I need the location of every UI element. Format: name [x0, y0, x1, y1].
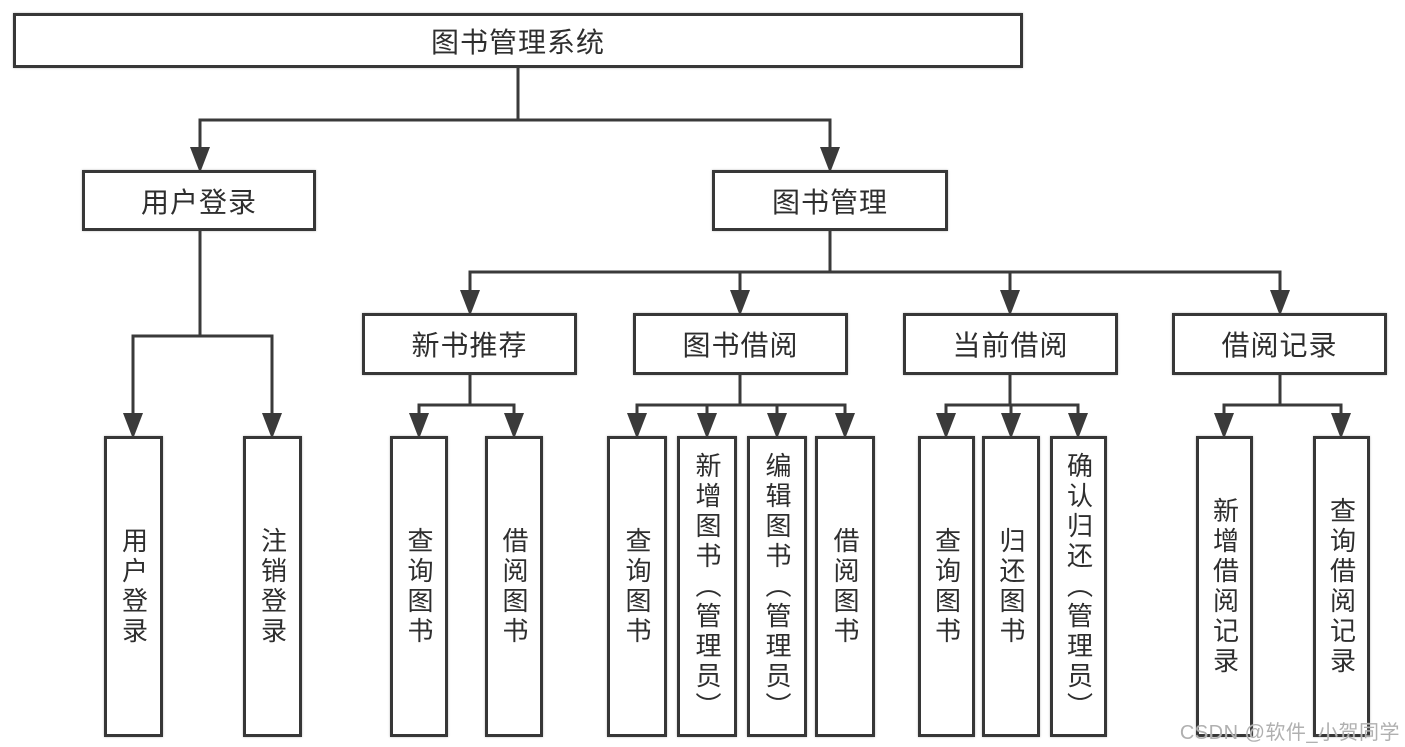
node-book-borrowing: 图书借阅: [633, 313, 848, 375]
leaf-user-login: 用户登录: [104, 436, 163, 737]
node-user-login: 用户登录: [82, 170, 316, 231]
connector-current-borrowing-to-leaves: [944, 373, 1080, 420]
node-root-label: 图书管理系统: [430, 26, 605, 58]
leaf-borrow-books-2: 借阅图书: [815, 436, 875, 737]
leaf-edit-book-admin: 编辑图书（管理员）: [747, 436, 807, 737]
connector-user-login-to-leaves: [131, 229, 274, 420]
leaf-query-books-1-label: 查询图书: [404, 526, 434, 647]
leaf-add-book-admin: 新增图书（管理员）: [677, 436, 737, 737]
node-root: 图书管理系统: [13, 13, 1023, 68]
leaf-query-books-2-label: 查询图书: [622, 526, 652, 647]
leaf-logout-label: 注销登录: [257, 526, 288, 647]
node-borrowing-records-label: 借阅记录: [1221, 330, 1338, 361]
connector-root-to-level2: [198, 66, 832, 154]
node-book-borrowing-label: 图书借阅: [682, 330, 799, 361]
node-user-login-label: 用户登录: [140, 186, 257, 218]
node-new-book-recommend: 新书推荐: [362, 313, 577, 375]
leaf-query-borrow-record-label: 查询借阅记录: [1326, 496, 1357, 677]
leaf-borrow-books-2-label: 借阅图书: [830, 526, 860, 647]
connector-book-borrowing-to-leaves: [635, 373, 847, 420]
leaf-borrow-books-1-label: 借阅图书: [499, 526, 529, 647]
node-current-borrowing: 当前借阅: [903, 313, 1118, 375]
node-book-management-label: 图书管理: [771, 186, 888, 218]
node-current-borrowing-label: 当前借阅: [952, 330, 1069, 361]
node-new-book-recommend-label: 新书推荐: [411, 330, 528, 361]
connector-new-book-recommend-to-leaves: [417, 373, 516, 420]
node-book-management: 图书管理: [712, 170, 948, 231]
leaf-add-borrow-record: 新增借阅记录: [1196, 436, 1253, 737]
leaf-user-login-label: 用户登录: [118, 526, 149, 647]
leaf-return-books: 归还图书: [982, 436, 1040, 737]
leaf-query-books-3-label: 查询图书: [931, 526, 962, 647]
connector-book-management-to-level3: [468, 229, 1282, 297]
leaf-edit-book-admin-label: 编辑图书（管理员）: [762, 451, 792, 722]
leaf-query-books-2: 查询图书: [607, 436, 667, 737]
leaf-query-borrow-record: 查询借阅记录: [1313, 436, 1370, 737]
watermark: CSDN @软件_小贺同学: [1179, 722, 1400, 744]
leaf-logout: 注销登录: [243, 436, 302, 737]
leaf-return-books-label: 归还图书: [996, 526, 1026, 647]
leaf-borrow-books-1: 借阅图书: [485, 436, 543, 737]
leaf-add-book-admin-label: 新增图书（管理员）: [692, 451, 722, 722]
connector-borrowing-records-to-leaves: [1222, 373, 1343, 420]
node-borrowing-records: 借阅记录: [1172, 313, 1387, 375]
leaf-query-books-1: 查询图书: [390, 436, 448, 737]
leaf-confirm-return-admin: 确认归还（管理员）: [1050, 436, 1107, 737]
leaf-add-borrow-record-label: 新增借阅记录: [1209, 496, 1240, 677]
leaf-query-books-3: 查询图书: [918, 436, 975, 737]
leaf-confirm-return-admin-label: 确认归还（管理员）: [1063, 451, 1094, 722]
